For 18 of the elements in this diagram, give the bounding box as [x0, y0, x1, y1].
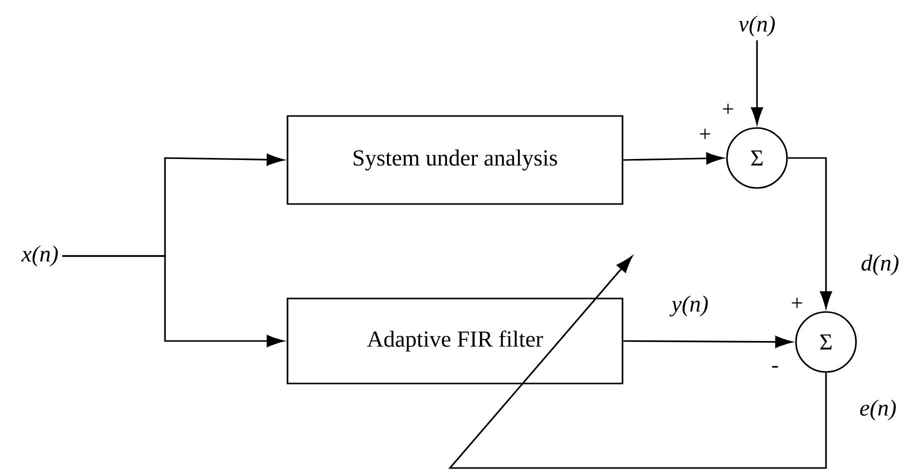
arrow [62, 255, 284, 347]
summing-junction: Σ [795, 311, 857, 373]
arrow [623, 152, 724, 164]
edge-label: y(n) [670, 296, 708, 316]
sign-label: + [722, 104, 734, 114]
arrow [623, 336, 792, 348]
signal-label: v(n) [738, 16, 775, 36]
process-box: System under analysis [286, 115, 624, 205]
signal-label: x(n) [21, 246, 58, 266]
arrow [788, 157, 832, 308]
summing-junction: Σ [726, 127, 788, 189]
edge-label: e(n) [860, 400, 896, 420]
process-box: Adaptive FIR filter [286, 298, 624, 384]
arrow [751, 40, 763, 124]
sign-label: + [700, 128, 710, 140]
arrow [448, 256, 827, 469]
edge-label: d(n) [862, 254, 898, 276]
sign-label: + [792, 298, 802, 308]
